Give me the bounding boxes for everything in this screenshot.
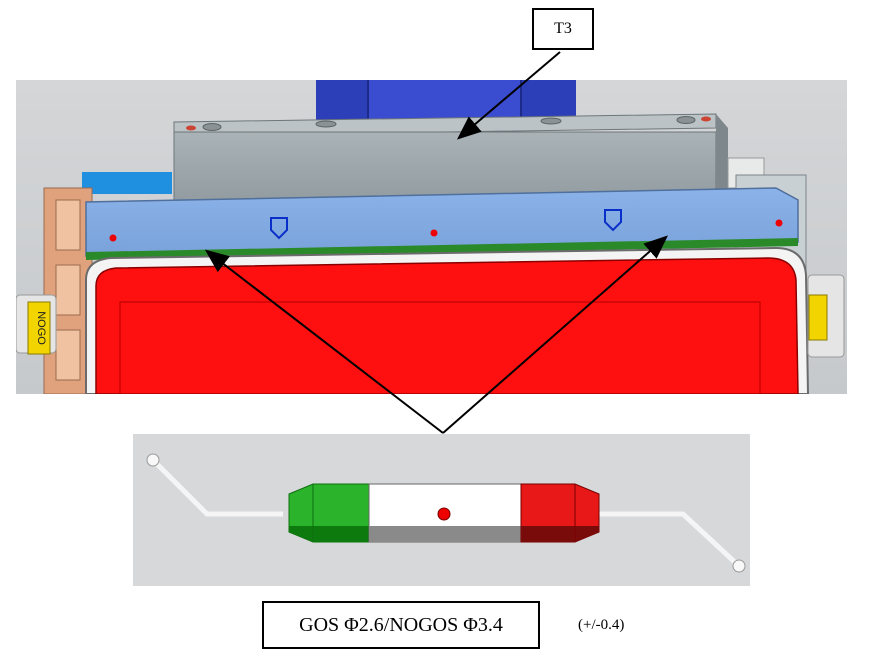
go-end: [288, 483, 370, 543]
gauge-handle-left: [151, 458, 283, 517]
part-label-t3: T3: [532, 8, 594, 50]
side-tab-left: [82, 172, 172, 194]
fixture-cad-render: NOGO: [16, 80, 847, 394]
motor-block: [316, 80, 576, 122]
nogo-end: [520, 483, 600, 543]
part-label-text: T3: [554, 20, 572, 37]
left-clamp: [43, 187, 93, 394]
gauge-spec-box: GOS Φ2.6/NOGOS Φ3.4: [262, 601, 540, 649]
right-side-label: [807, 274, 845, 358]
plate-logo-icon: [270, 217, 288, 240]
plate-logo-icon: [604, 209, 622, 232]
tolerance-label: (+/-0.4): [578, 617, 625, 633]
gauge-spec-text: GOS Φ2.6/NOGOS Φ3.4: [299, 613, 503, 636]
nogo-side-label: NOGO: [35, 311, 47, 345]
gauge-body: [368, 483, 522, 543]
t3-block: [173, 113, 728, 201]
go-nogo-gauge-render: [133, 434, 750, 586]
left-side-label: [16, 294, 57, 355]
red-housing: [85, 246, 810, 394]
gauge-handle-right: [598, 511, 741, 568]
